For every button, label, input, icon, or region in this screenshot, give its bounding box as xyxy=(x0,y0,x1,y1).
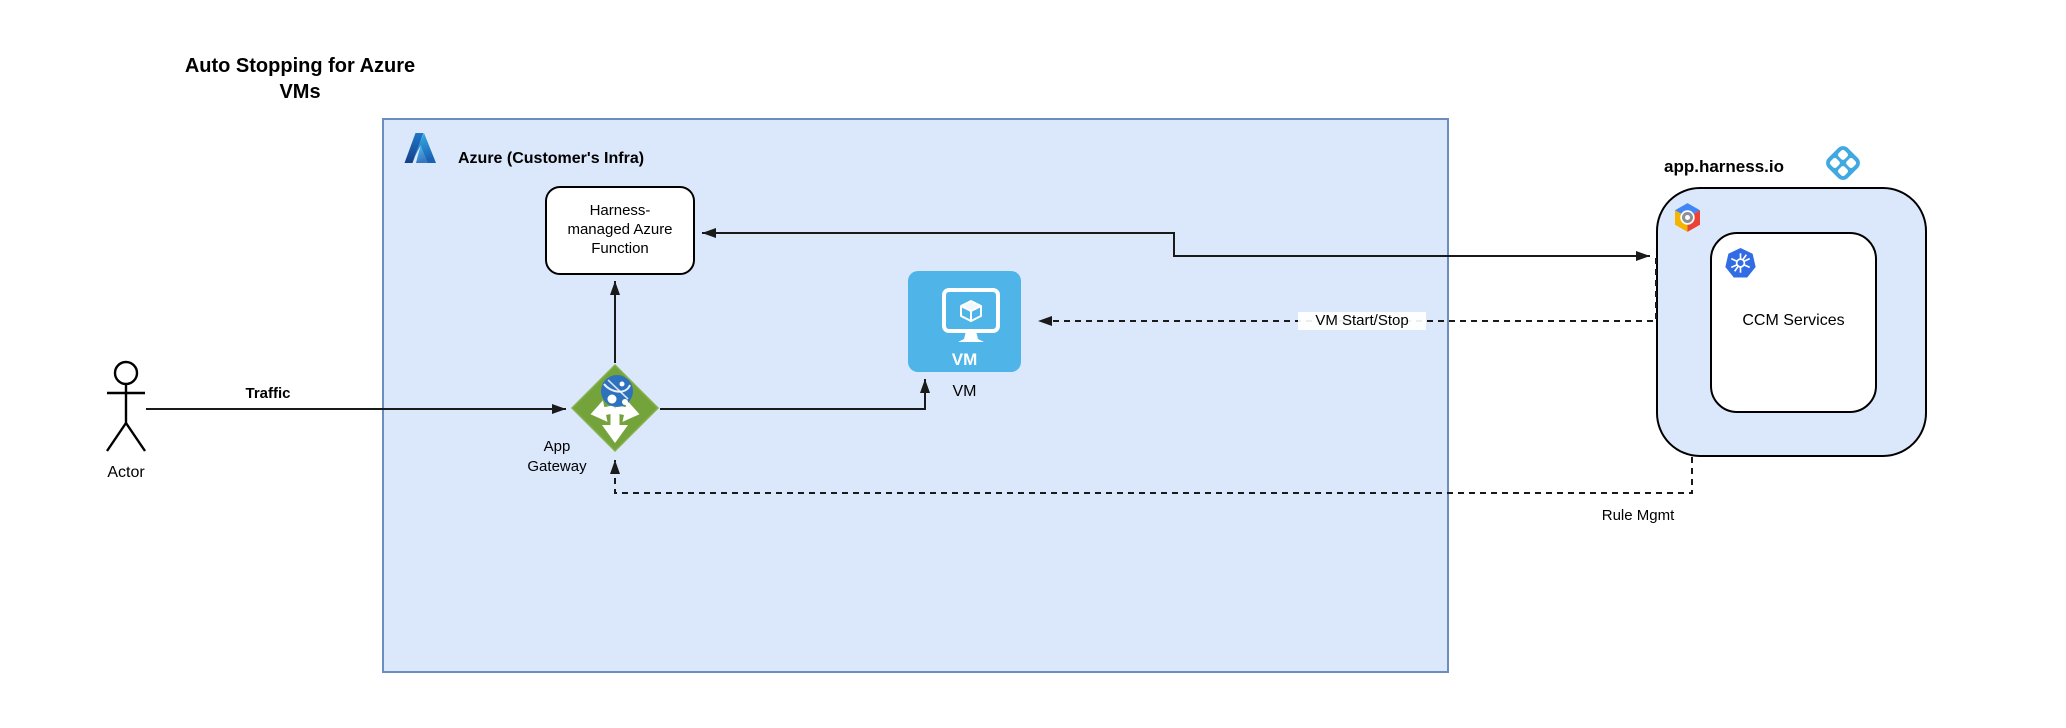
app-gateway-icon xyxy=(570,363,660,453)
harness-group-label: app.harness.io xyxy=(1664,157,1784,176)
actor-figure xyxy=(94,358,158,456)
vm-icon: VM xyxy=(908,271,1021,372)
azure-group-label: Azure (Customer's Infra) xyxy=(458,150,645,167)
kubernetes-icon xyxy=(1724,247,1757,280)
ccm-services-label: CCM Services xyxy=(1742,312,1845,329)
harness-logo-icon xyxy=(1822,142,1864,184)
azure-logo-icon xyxy=(403,131,437,165)
gcp-logo-icon xyxy=(1671,201,1704,234)
edge-label-traffic: Traffic xyxy=(245,385,291,402)
vm-node-label: VM xyxy=(952,383,977,400)
azure-function-label: Harness-managed Azure Function xyxy=(567,202,673,257)
vm-icon-label: VM xyxy=(952,350,978,369)
ccm-services-node: CCM Services xyxy=(1710,232,1877,413)
edge-label-rule-mgmt: Rule Mgmt xyxy=(1601,507,1675,524)
diagram-title: Auto Stopping for Azure VMs xyxy=(184,55,416,104)
edge-label-vm-start-stop: VM Start/Stop xyxy=(1298,312,1426,330)
azure-function-node: Harness-managed Azure Function xyxy=(545,186,695,275)
app-gateway-label: App Gateway xyxy=(527,438,587,475)
actor-label: Actor xyxy=(107,464,145,481)
